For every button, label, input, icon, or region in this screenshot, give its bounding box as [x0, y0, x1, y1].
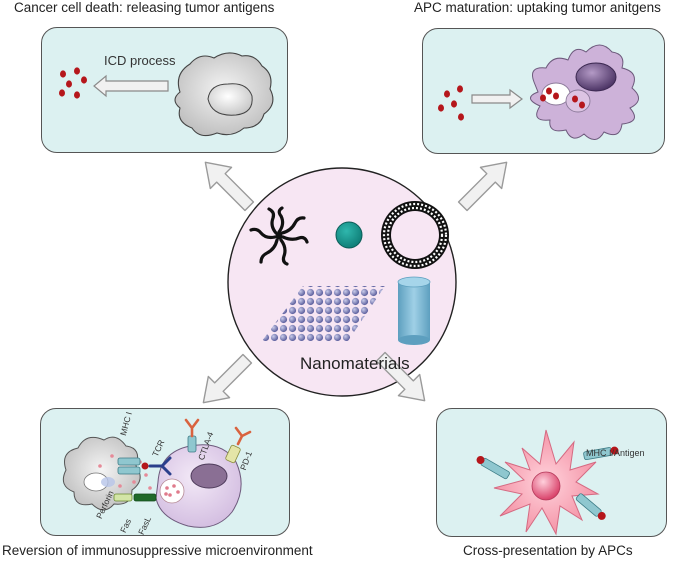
arrow-icon	[457, 161, 508, 212]
center-title: Nanomaterials	[300, 354, 410, 373]
apc-cell-icon	[530, 44, 639, 140]
tumor-cell-icon	[174, 52, 274, 137]
caption-cross-presentation: Cross-presentation by APCs	[463, 543, 633, 558]
arrow-icon	[204, 161, 255, 212]
caption-reversion: Reversion of immunosuppressive microenvi…	[2, 543, 313, 558]
perforin-icon	[101, 477, 115, 487]
antigen-dots	[59, 67, 87, 99]
dendritic-cell-icon	[493, 429, 600, 536]
t-cell-icon	[155, 444, 242, 528]
arrow-icon	[375, 351, 426, 402]
icd-process-label: ICD process	[104, 53, 176, 68]
nanosheet-icon	[262, 286, 385, 341]
liposome-icon	[381, 201, 449, 269]
mhc-tcr-icon	[117, 456, 172, 476]
arrow-icon	[93, 74, 169, 98]
arrow-icon	[202, 353, 253, 404]
arrow-icon	[471, 88, 523, 110]
caption-cancer-cell-death: Cancer cell death: releasing tumor antig…	[14, 0, 275, 15]
tumor-cell-icon	[62, 436, 141, 511]
pd1-icon	[225, 426, 252, 464]
nanoparticle-sphere-icon	[335, 221, 363, 249]
fas-fasl-icon	[113, 493, 157, 502]
mhc-antigen-icon	[476, 446, 619, 520]
caption-apc-maturation: APC maturation: uptaking tumor anitgens	[414, 0, 661, 15]
micelle-icon	[249, 206, 309, 266]
antigen-dots	[438, 85, 464, 121]
nanorod-cylinder-icon	[397, 276, 431, 345]
ctla4-icon	[184, 418, 200, 453]
mhc-antigen-label: MHC I/Antigen	[586, 448, 645, 458]
